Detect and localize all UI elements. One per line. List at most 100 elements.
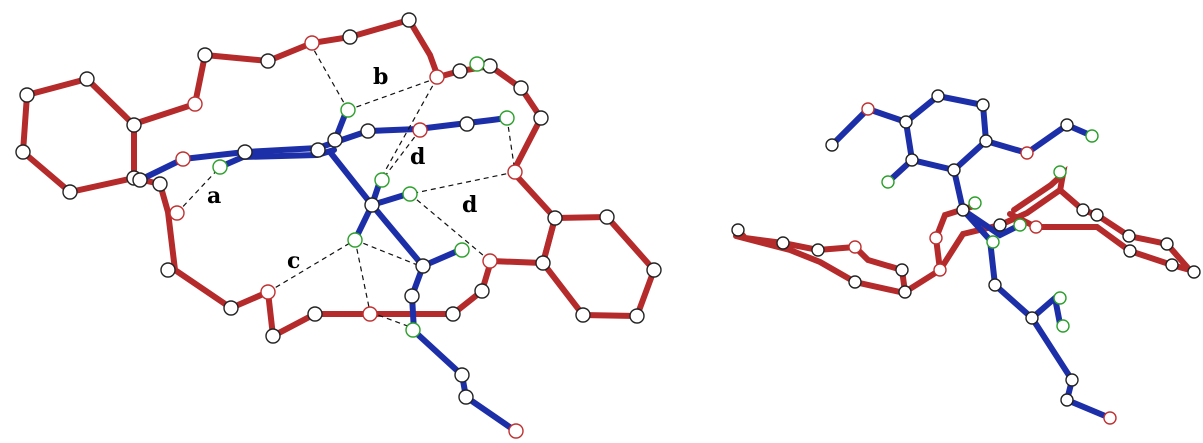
atom-carbon	[126, 117, 142, 133]
atom-nitrogen	[956, 203, 970, 217]
atom-carbon	[1025, 311, 1039, 325]
guest-center-branch	[327, 149, 376, 243]
atom-carbon	[1060, 393, 1074, 407]
atom-hydrogen	[405, 322, 421, 338]
atom-oxygen	[1029, 220, 1043, 234]
atom-carbon	[898, 285, 912, 299]
atom-oxygen	[304, 35, 320, 51]
hbond-a	[176, 166, 221, 214]
atom-oxygen	[412, 122, 428, 138]
atom-hydrogen	[499, 110, 515, 126]
atom-carbon	[947, 163, 961, 177]
atom-carbon	[327, 132, 343, 148]
atom-carbon	[1122, 229, 1136, 243]
right-guest-bonds	[829, 92, 1113, 421]
right-host-right-arm-2	[1011, 165, 1068, 213]
atom-carbon	[458, 389, 474, 405]
atom-carbon	[895, 263, 909, 277]
atom-hydrogen	[347, 232, 363, 248]
atom-carbon	[629, 308, 645, 324]
guest-molecule-bonds	[137, 109, 517, 433]
atom-carbon	[307, 306, 323, 322]
hbond-c-3	[354, 239, 421, 267]
atom-carbon	[482, 58, 498, 74]
atom-carbon	[535, 255, 551, 271]
guest-upper-ring-2	[217, 147, 337, 170]
atom-hydrogen	[402, 186, 418, 202]
atom-hydrogen	[968, 196, 982, 210]
atom-oxygen	[848, 240, 862, 254]
atom-carbon	[533, 110, 549, 126]
label-a: a	[207, 183, 221, 209]
atom-hydrogen	[1053, 291, 1067, 305]
label-d-lower: d	[462, 192, 477, 218]
atom-carbon	[1160, 237, 1174, 251]
atom-oxygen	[362, 306, 378, 322]
atom-oxygen	[482, 253, 498, 269]
hbond-b3	[379, 77, 438, 181]
atom-hydrogen	[454, 242, 470, 258]
right-guest-branch	[960, 207, 1023, 239]
hbond-labels: a b c d d	[207, 64, 477, 274]
atom-carbon	[899, 115, 913, 129]
atom-oxygen	[1020, 146, 1034, 160]
hbond-c-4	[369, 311, 414, 329]
atom-carbon	[152, 176, 168, 192]
atom-carbon	[452, 63, 468, 79]
atom-oxygen	[861, 102, 875, 116]
atom-oxygen	[929, 231, 943, 245]
hbond-d-right	[506, 117, 516, 173]
atom-hydrogen	[1056, 319, 1070, 333]
atom-carbon	[197, 47, 213, 63]
atom-carbon	[15, 144, 31, 160]
atom-carbon	[731, 223, 745, 237]
atom-carbon	[1060, 118, 1074, 132]
hbond-d-right-2	[409, 171, 516, 195]
label-c: c	[287, 248, 300, 274]
label-b: b	[373, 64, 388, 90]
atom-hydrogen	[986, 235, 1000, 249]
atom-oxygen	[175, 151, 191, 167]
atom-carbon	[811, 243, 825, 257]
atom-carbon	[825, 138, 839, 152]
right-guest-upper-ring-2	[983, 121, 1093, 157]
hbond-c-2	[354, 239, 371, 313]
host-macrocycle-bonds	[19, 16, 658, 341]
hbond-d-upper	[381, 129, 421, 181]
atom-carbon	[547, 210, 563, 226]
atom-oxygen	[187, 96, 203, 112]
label-d-upper: d	[410, 144, 425, 170]
atom-oxygen	[260, 284, 276, 300]
guest-upper-ring	[137, 115, 510, 183]
hbond-b1	[309, 42, 349, 111]
atom-carbon	[905, 153, 919, 167]
atom-hydrogen	[469, 56, 485, 72]
host-left-benzene	[19, 75, 137, 196]
atom-carbon	[474, 283, 490, 299]
guest-atoms	[132, 56, 524, 439]
atom-carbon	[931, 89, 945, 103]
atom-carbon	[310, 142, 326, 158]
atom-carbon	[1123, 244, 1137, 258]
atom-carbon	[1076, 203, 1090, 217]
atom-carbon	[415, 258, 431, 274]
hbond-d-lower	[409, 193, 491, 262]
atom-carbon	[404, 288, 420, 304]
atom-oxygen	[508, 423, 524, 439]
host-right-benzene	[539, 213, 658, 320]
atom-carbon	[454, 367, 470, 383]
right-view	[731, 89, 1201, 425]
atom-carbon	[445, 306, 461, 322]
atom-carbon	[1065, 373, 1079, 387]
atom-hydrogen	[340, 102, 356, 118]
atom-carbon	[132, 172, 148, 188]
hydrogen-bond-lines	[176, 42, 516, 329]
right-host-left-arm-2	[733, 233, 903, 295]
atom-nitrogen	[364, 197, 380, 213]
atom-carbon	[360, 123, 376, 139]
atom-carbon	[1187, 265, 1201, 279]
atom-carbon	[988, 278, 1002, 292]
atom-hydrogen	[881, 175, 895, 189]
atom-carbon	[459, 116, 475, 132]
atom-oxygen	[169, 205, 185, 221]
